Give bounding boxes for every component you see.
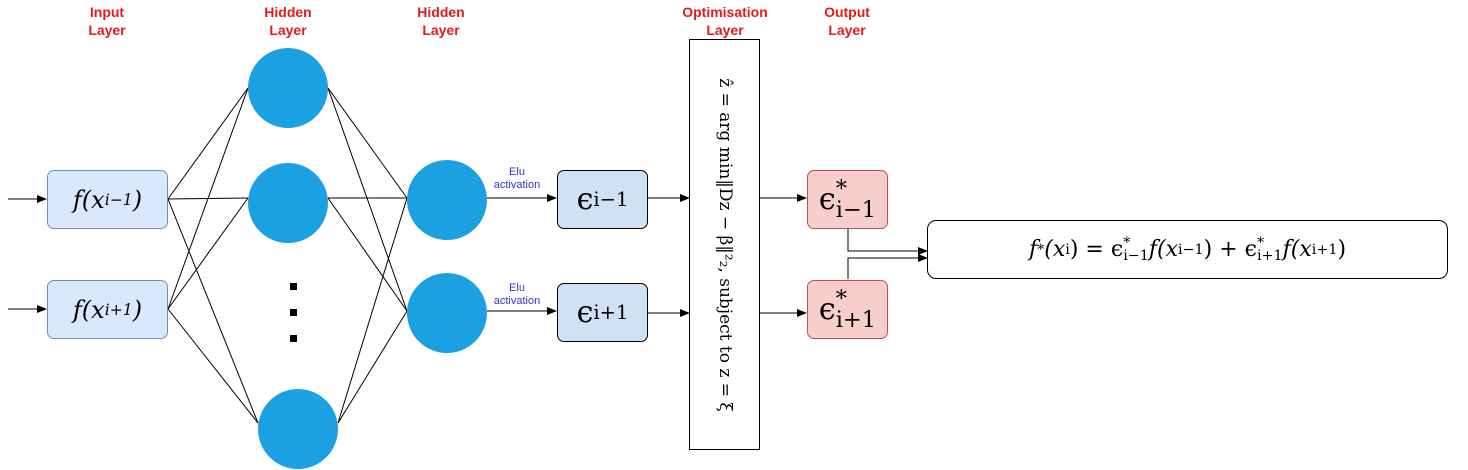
neuron-h2-2 — [407, 273, 487, 353]
ellipsis-dot — [290, 283, 297, 290]
neuron-h1-3 — [258, 389, 338, 469]
ellipsis-dot — [290, 335, 297, 342]
output-node-next: ϵ*i+1 — [807, 280, 888, 339]
ellipsis-dot — [290, 309, 297, 316]
optimisation-box: ẑ = arg min‖Dz − β‖²₂, subject to z = ξ — [689, 39, 760, 450]
output-node-prev: ϵ*i−1 — [807, 170, 888, 229]
optimisation-formula: ẑ = arg min‖Dz − β‖²₂, subject to z = ξ — [714, 77, 735, 412]
neuron-h1-2 — [248, 163, 328, 243]
neuron-h1-1 — [248, 48, 328, 128]
neuron-h2-1 — [407, 160, 487, 240]
